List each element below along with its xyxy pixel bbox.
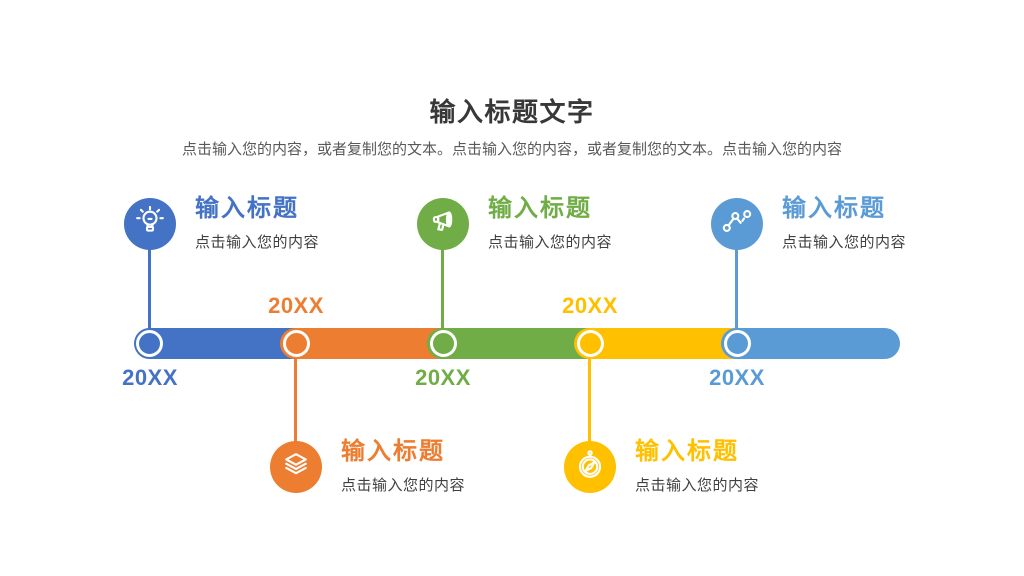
- year-label: 20XX: [415, 365, 471, 390]
- milestone: 输入标题 点击输入您的内容: [635, 439, 759, 495]
- milestone: 输入标题 点击输入您的内容: [195, 196, 319, 252]
- megaphone-icon: [426, 205, 460, 244]
- timeline-node-5: [724, 330, 751, 357]
- milestone-desc: 点击输入您的内容: [782, 234, 907, 251]
- milestone-icon-badge: [711, 198, 763, 250]
- milestone-icon-badge: [417, 198, 469, 250]
- connector-line: [148, 246, 151, 344]
- milestone-desc: 点击输入您的内容: [488, 234, 613, 251]
- year-label: 20XX: [268, 293, 324, 318]
- milestone-title: 输入标题: [635, 438, 739, 465]
- page-title: 输入标题文字: [429, 97, 595, 127]
- milestone-title: 输入标题: [782, 195, 886, 222]
- milestone: 输入标题 点击输入您的内容: [341, 439, 465, 495]
- milestone-desc: 点击输入您的内容: [195, 234, 320, 251]
- page-subtitle: 点击输入您的内容，或者复制您的文本。点击输入您的内容，或者复制您的文本。点击输入…: [181, 141, 842, 158]
- timeline-node-3: [430, 330, 457, 357]
- year-label: 20XX: [709, 365, 765, 390]
- milestone-icon-badge: [270, 441, 322, 493]
- milestone: 输入标题 点击输入您的内容: [488, 196, 612, 252]
- milestone-desc: 点击输入您的内容: [635, 477, 760, 494]
- milestone-title: 输入标题: [488, 195, 592, 222]
- connector-line: [588, 340, 591, 444]
- milestone-icon-badge: [124, 198, 176, 250]
- milestone-title: 输入标题: [195, 195, 299, 222]
- milestone-icon-badge: [564, 441, 616, 493]
- lightbulb-icon: [133, 205, 167, 244]
- connector-line: [294, 340, 297, 444]
- timeline-node-4: [577, 330, 604, 357]
- line-chart-icon: [720, 205, 754, 244]
- layers-icon: [279, 448, 313, 487]
- year-label: 20XX: [562, 293, 618, 318]
- connector-line: [441, 246, 444, 344]
- timeline-node-1: [136, 330, 163, 357]
- milestone-desc: 点击输入您的内容: [341, 477, 466, 494]
- connector-line: [735, 246, 738, 344]
- year-label: 20XX: [122, 365, 178, 390]
- milestone: 输入标题 点击输入您的内容: [782, 196, 906, 252]
- milestone-title: 输入标题: [341, 438, 445, 465]
- timeline-node-2: [283, 330, 310, 357]
- compass-icon: [573, 448, 607, 487]
